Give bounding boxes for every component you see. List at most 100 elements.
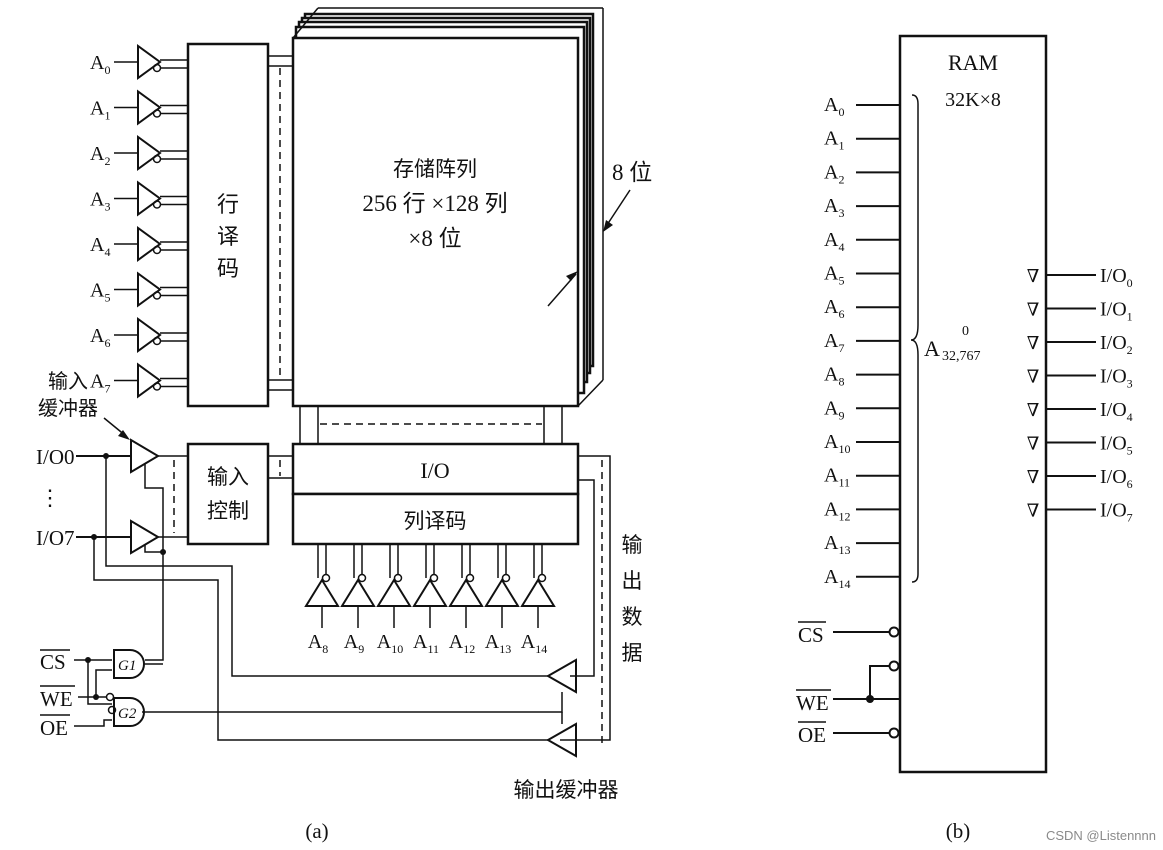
row-address-label: A7 [90,371,110,396]
watermark: CSDN @Listennnn [1046,828,1156,843]
addr-symbol: A [924,336,940,361]
tristate-icon: ∇ [1027,434,1040,454]
row-address-buffer [137,135,162,171]
chip-io-label: I/O1 [1100,299,1133,324]
chip-size: 32K×8 [945,89,1001,111]
io-block-label: I/O [420,458,449,483]
chip-address-label: A12 [824,498,850,523]
chip-oe-label: OE [798,723,826,747]
column-address-buffer [340,578,376,607]
chip-address-label: A4 [824,229,844,254]
column-address-buffer [520,578,556,607]
row-address-buffer [137,44,162,80]
output-data-char: 输 [622,533,643,557]
output-data-char: 数 [622,605,643,629]
row-decoder-char-2: 译 [217,225,239,250]
tristate-icon: ∇ [1027,367,1040,387]
inverter-bubble [107,705,117,715]
io0-label: I/O0 [36,445,75,469]
output-wire [570,479,595,677]
chip-address-label: A6 [824,296,844,321]
tristate-icon: ∇ [1027,333,1040,353]
chip-address-label: A10 [824,431,850,456]
column-address-buffer [448,578,484,607]
chip-address-label: A8 [824,364,844,389]
io-block [291,442,580,496]
chip-address-label: A2 [824,161,844,186]
tristate-icon: ∇ [1027,400,1040,420]
addr-range-top: 0 [962,324,969,339]
chip-address-label: A14 [824,566,850,591]
chip-io-label: I/O3 [1100,366,1133,391]
output-buffer-0 [545,658,577,694]
chip-we-bubble [888,660,900,672]
row-decoder-char: 译 [217,225,239,250]
inverter-bubble [152,336,162,346]
row-address-buffer [137,180,162,217]
column-address-label: A8 [308,631,328,656]
bits-arrow-head [566,271,578,281]
input-buffer-label-2: 缓冲器 [38,396,98,420]
chip-address-label: A0 [824,94,844,119]
enable-wire [144,464,164,661]
inverter-bubble [152,200,162,209]
chip-cs-bubble [888,626,900,638]
column-address-buffer [304,578,340,607]
array-size: 256 行 ×128 列 [362,191,507,216]
chip-address-label: A5 [824,263,844,288]
io7-label: I/O7 [36,526,75,550]
chip-io-label: I/O5 [1100,433,1133,458]
g2-enable-wire [142,692,563,713]
column-decoder-label: 列译码 [404,509,467,533]
chip-we-pin [869,665,889,699]
gate-g2-label: G2 [118,706,137,722]
tristate-icon: ∇ [1027,501,1040,521]
inverter-bubble [393,573,403,583]
we-wire [95,669,112,697]
column-decoder-block [291,492,580,546]
bits-arrow-head [603,220,613,232]
output-data-char: 据 [622,641,643,665]
chip-oe-bubble [888,727,900,739]
bits-arrow [604,189,631,229]
inverter-bubble [105,692,115,702]
row-decoder-char: 行 [217,193,239,218]
gate-g2 [113,697,145,727]
array-edge [577,379,604,407]
chip-io-label: I/O4 [1100,399,1133,424]
caption-a: (a) [305,819,328,843]
input-control-label-1: 输入 [207,465,249,489]
chip-io-label: I/O7 [1100,500,1133,525]
chip-io-label: I/O6 [1100,466,1133,491]
output-buffer-label: 输出缓冲器 [514,778,619,802]
chip-address-label: A11 [824,465,850,490]
junction [160,549,166,555]
tristate-icon: ∇ [1027,266,1040,286]
row-address-buffer [137,89,162,126]
row-decoder-char-1: 行 [217,193,239,218]
column-address-label: A12 [449,631,475,656]
row-address-buffer [137,226,162,262]
inverter-bubble [429,573,439,583]
output-data-char: 出 [622,569,643,593]
row-address-label: A6 [90,325,110,350]
gate-g1 [113,649,145,679]
cs-label: CS [40,650,66,674]
tristate-icon: ∇ [1027,300,1040,320]
column-address-label: A10 [377,631,403,656]
chip-io-pins: ∇I/O0∇I/O1∇I/O2∇I/O3∇I/O4∇I/O5∇I/O6∇I/O7 [1027,265,1133,525]
input-control-label-2: 控制 [207,499,249,523]
chip-cs-label: CS [798,623,824,647]
enable-wire [144,545,163,553]
row-address-label: A1 [90,98,110,123]
chip-address-label: A9 [824,397,844,422]
gate-g1-label: G1 [118,658,136,674]
row-decoder-block [186,42,270,408]
output-return-wire [93,537,548,741]
column-address-buffer [412,578,448,607]
